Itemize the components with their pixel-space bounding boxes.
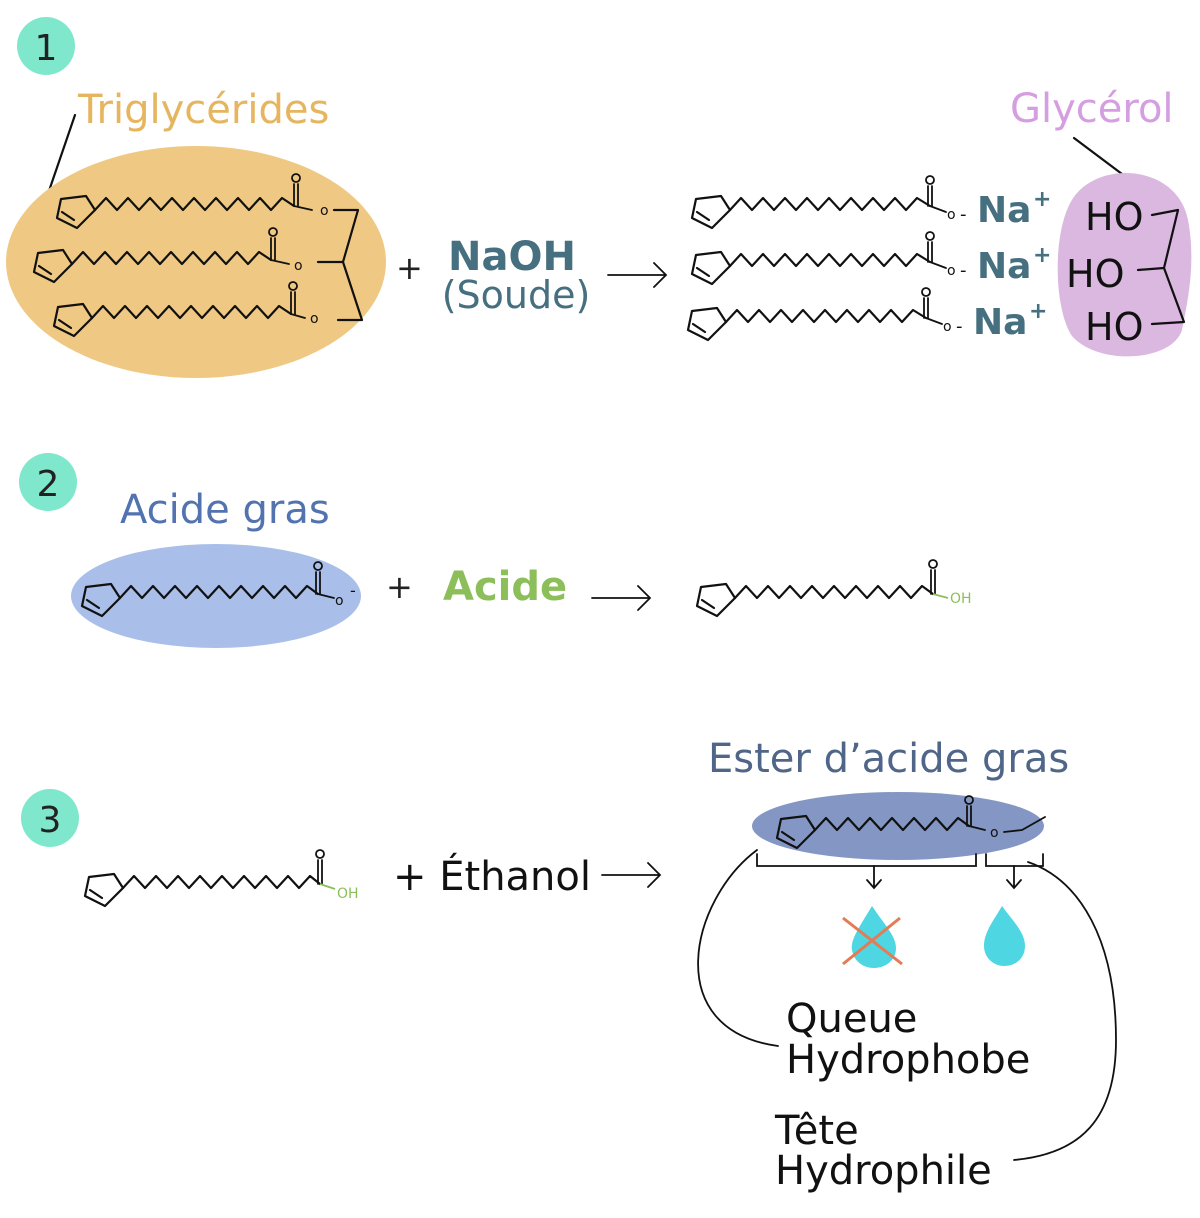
svg-text:+: + — [1033, 243, 1051, 268]
ethanol-label: + Éthanol — [393, 852, 591, 900]
step-2-badge: 2 — [19, 453, 77, 511]
glycerol-pointer — [1072, 136, 1132, 182]
ester-label: Ester d’acide gras — [708, 736, 1069, 782]
hydrophobe-label: Hydrophobe — [786, 1037, 1030, 1083]
svg-text:o: o — [310, 311, 319, 327]
tail-pointer-curve — [697, 849, 779, 1047]
water-drop-icon — [984, 906, 1025, 966]
step-number: 1 — [35, 28, 58, 69]
queue-label: Queue — [786, 996, 917, 1042]
svg-text:-: - — [956, 316, 963, 337]
fatty-acid: OH — [83, 849, 359, 908]
glycerol-blob — [1057, 173, 1192, 357]
step-3-badge: 3 — [21, 789, 79, 847]
plus-sign: + — [396, 249, 423, 287]
sodium-ion: Na — [977, 190, 1031, 231]
svg-text:HO: HO — [1066, 252, 1124, 296]
svg-text:o: o — [320, 203, 329, 219]
head-pointer-curve — [1013, 861, 1117, 1161]
fatty-acid: OH — [695, 559, 972, 618]
soude-label: (Soude) — [442, 273, 591, 317]
svg-text:HO: HO — [1085, 195, 1143, 239]
reaction-arrow — [607, 262, 668, 288]
sodium-ion: Na — [977, 246, 1031, 287]
glycerol-molecule: HO HO HO — [1066, 195, 1186, 349]
svg-text:o: o — [990, 825, 999, 841]
acide-label: Acide — [443, 564, 567, 610]
svg-text:+: + — [1033, 187, 1051, 212]
step-1-badge: 1 — [17, 17, 75, 75]
svg-text:HO: HO — [1085, 305, 1143, 349]
water-drop-crossed-icon — [842, 906, 903, 968]
acide-gras-blob — [71, 544, 361, 648]
plus-sign: + — [386, 568, 413, 606]
svg-text:o: o — [294, 258, 303, 274]
svg-text:o: o — [947, 207, 956, 223]
reaction-arrow — [591, 585, 652, 611]
soap-molecules: o - Na + o - Na + o - Na + — [686, 175, 1051, 343]
naoh-label: NaOH — [448, 234, 576, 280]
svg-text:OH: OH — [337, 886, 359, 902]
svg-text:+: + — [1029, 299, 1047, 324]
sodium-ion: Na — [973, 302, 1027, 343]
triglycerides-label: Triglycérides — [77, 87, 329, 133]
svg-text:-: - — [960, 260, 967, 281]
triglyceride-molecule: o o o — [32, 173, 364, 338]
reaction-arrow — [601, 862, 662, 888]
step-number: 3 — [39, 800, 62, 841]
svg-text:-: - — [350, 581, 356, 600]
fatty-acid-ester: o — [775, 795, 1046, 850]
svg-text:o: o — [947, 263, 956, 279]
tete-label: Tête — [774, 1108, 859, 1154]
acide-gras-label: Acide gras — [120, 487, 330, 533]
head-bracket — [985, 853, 1044, 890]
hydrophile-label: Hydrophile — [775, 1148, 992, 1194]
svg-text:o: o — [335, 593, 344, 609]
fatty-acid-anion: o - — [80, 561, 356, 618]
svg-text:-: - — [960, 204, 967, 225]
svg-text:OH: OH — [950, 591, 972, 607]
step-number: 2 — [37, 464, 60, 505]
glycerol-label: Glycérol — [1010, 86, 1174, 132]
tail-bracket — [756, 853, 977, 890]
svg-text:o: o — [943, 319, 952, 335]
